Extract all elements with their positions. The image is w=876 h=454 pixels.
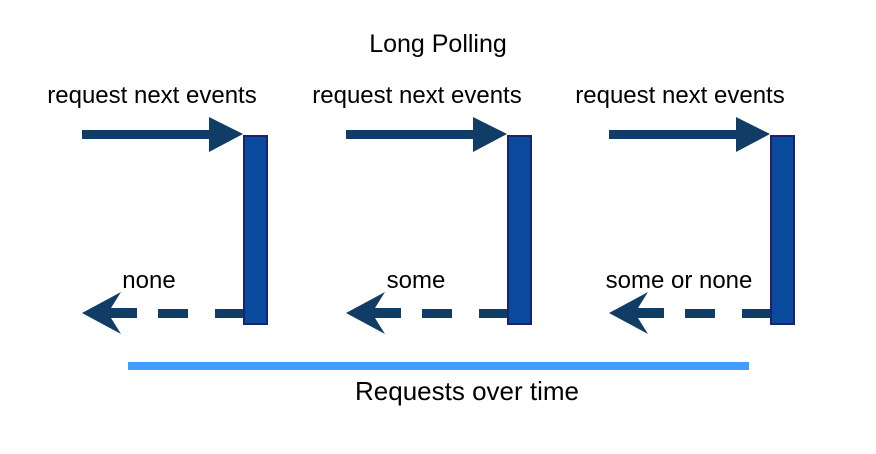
response-arrow-dash — [215, 309, 243, 318]
response-label-1: none — [122, 267, 176, 294]
server-activation-bar — [770, 135, 795, 325]
request-arrow-shaft — [609, 130, 736, 139]
response-arrow-head — [609, 292, 664, 334]
request-label-1: request next events — [47, 82, 257, 109]
request-arrow-shaft — [346, 130, 473, 139]
request-arrow-head — [209, 117, 243, 152]
request-arrow-head — [736, 117, 770, 152]
response-label-2: some — [386, 267, 446, 294]
response-label-3: some or none — [605, 267, 753, 294]
polling-cycle-3 — [609, 117, 795, 334]
polling-cycle-2 — [346, 117, 532, 334]
server-activation-bar — [507, 135, 532, 325]
request-arrow-head — [473, 117, 507, 152]
diagram-title: Long Polling — [369, 30, 507, 58]
response-arrow-dash — [422, 309, 452, 318]
timeline-label: Requests over time — [355, 376, 579, 406]
response-arrow-head — [82, 292, 137, 334]
timeline-line — [128, 362, 749, 370]
response-arrow-head — [346, 292, 401, 334]
server-activation-bar — [243, 135, 268, 325]
request-arrow-shaft — [82, 130, 209, 139]
response-arrow-dash — [158, 309, 188, 318]
response-arrow-dash — [685, 309, 715, 318]
polling-cycle-1 — [82, 117, 268, 334]
request-label-3: request next events — [575, 82, 785, 109]
response-arrow-dash — [742, 309, 770, 318]
response-arrow-dash — [479, 309, 507, 318]
request-label-2: request next events — [312, 82, 522, 109]
